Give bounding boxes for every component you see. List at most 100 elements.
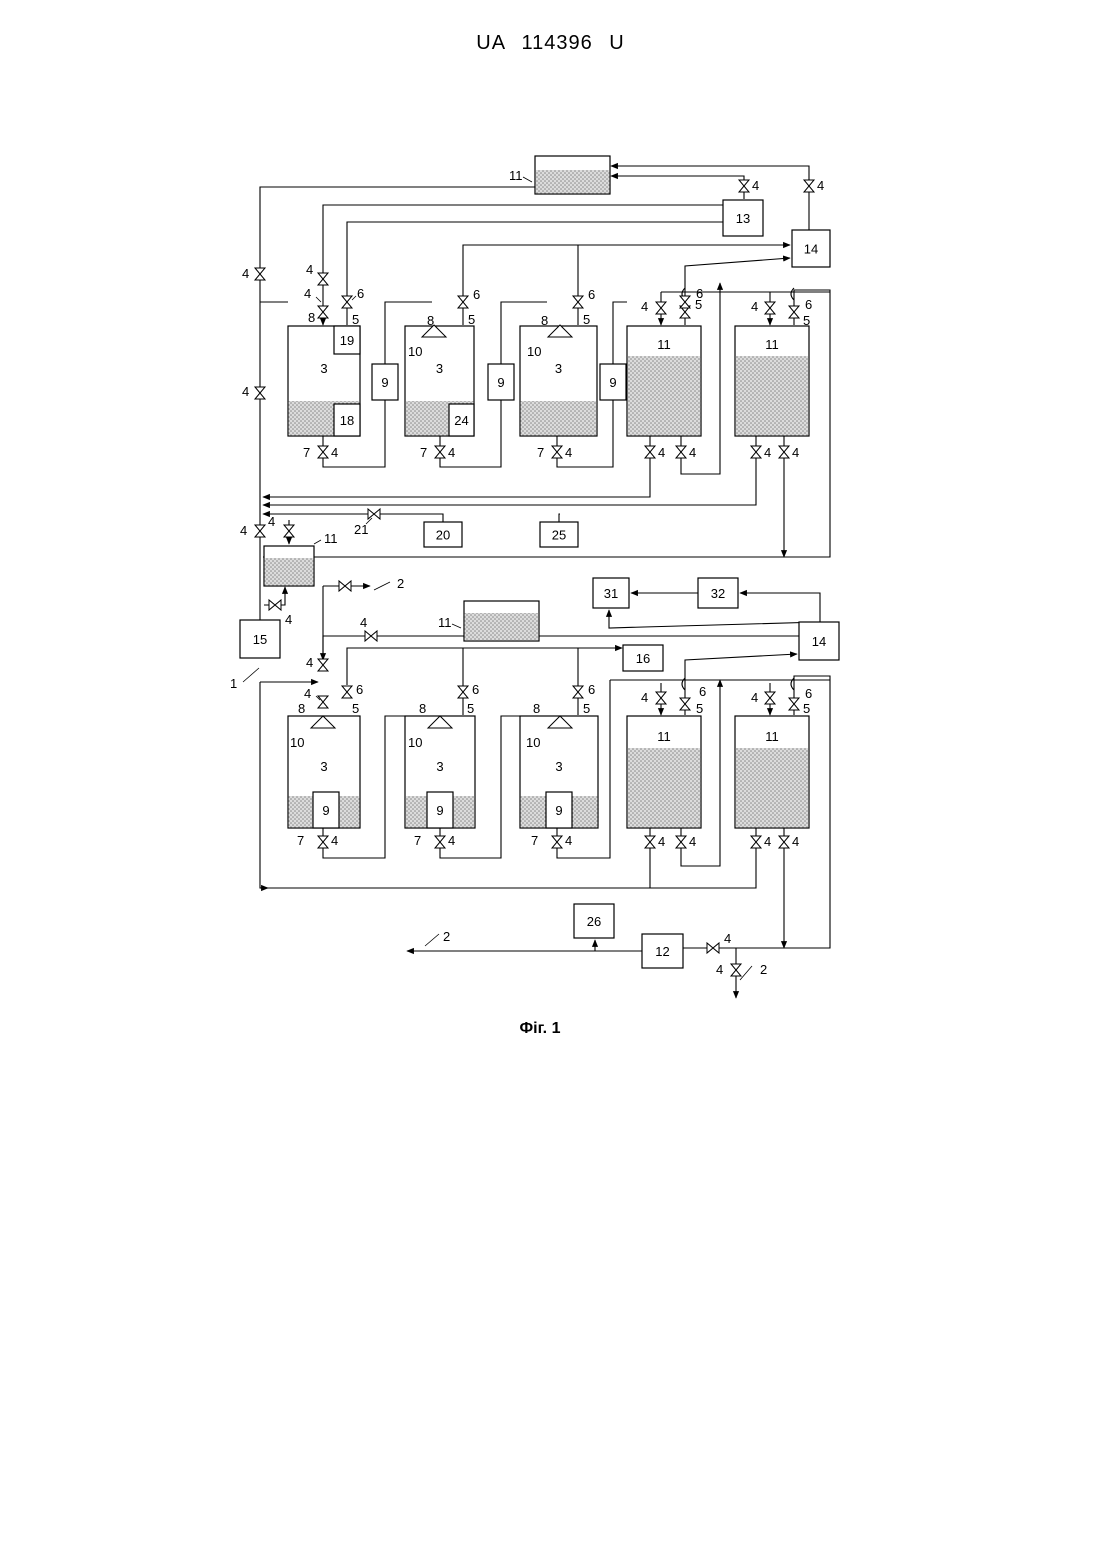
label-4: 4 (304, 286, 311, 301)
label-11: 11 (438, 615, 452, 630)
pipe-line (347, 222, 723, 325)
label-16: 16 (636, 651, 650, 666)
label-4: 4 (565, 445, 572, 460)
label-4: 4 (689, 445, 696, 460)
tank-liquid (265, 558, 314, 585)
label-3: 3 (436, 361, 443, 376)
valve-icon (435, 446, 445, 458)
valve-icon (318, 273, 328, 285)
valve-icon (318, 836, 328, 848)
valve-icon (552, 446, 562, 458)
valve-icon (656, 692, 666, 704)
leader-line (374, 582, 390, 590)
label-6: 6 (356, 682, 363, 697)
leader-line (740, 966, 752, 980)
label-6: 6 (805, 686, 812, 701)
valve-icon (318, 306, 328, 318)
leader-line (314, 540, 321, 544)
label-7: 7 (414, 833, 421, 848)
label-9: 9 (381, 375, 388, 390)
valve-icon (765, 302, 775, 314)
label-4: 4 (448, 445, 455, 460)
valve-icon (789, 306, 799, 318)
label-7: 7 (303, 445, 310, 460)
tank-liquid (536, 170, 610, 193)
pipe-line (609, 610, 820, 628)
valve-icon (707, 943, 719, 953)
label-4: 4 (751, 690, 758, 705)
label-9: 9 (609, 375, 616, 390)
label-8: 8 (427, 313, 434, 328)
label-1: 1 (230, 676, 237, 691)
label-5: 5 (468, 312, 475, 327)
pipe-line (559, 514, 560, 522)
label-4: 4 (817, 178, 824, 193)
label-6: 6 (472, 682, 479, 697)
label-2: 2 (397, 576, 404, 591)
label-20: 20 (436, 528, 450, 543)
valve-icon (573, 296, 583, 308)
tank-liquid (465, 613, 539, 640)
label-21: 21 (354, 522, 368, 537)
label-31: 31 (604, 586, 618, 601)
leader-line (425, 934, 439, 946)
label-9: 9 (322, 803, 329, 818)
leader-line (452, 624, 461, 628)
valve-icon (765, 692, 775, 704)
valve-icon (739, 180, 749, 192)
pipe-line (263, 514, 443, 522)
valve-icon (656, 302, 666, 314)
valve-icon (751, 446, 761, 458)
label-6: 6 (473, 287, 480, 302)
label-10: 10 (408, 735, 422, 750)
label-3: 3 (320, 361, 327, 376)
label-3: 3 (320, 759, 327, 774)
label-4: 4 (240, 523, 247, 538)
label-11: 11 (324, 531, 338, 546)
label-10: 10 (527, 344, 541, 359)
label-4: 4 (716, 962, 723, 977)
label-4: 4 (641, 299, 648, 314)
valve-icon (552, 836, 562, 848)
valve-icon (342, 686, 352, 698)
label-3: 3 (555, 361, 562, 376)
valve-icon (365, 631, 377, 641)
label-14: 14 (812, 634, 826, 649)
label-6: 6 (699, 684, 706, 699)
pipe-line (613, 302, 627, 364)
label-26: 26 (587, 914, 601, 929)
label-18: 18 (340, 413, 354, 428)
leader-line (316, 297, 321, 302)
pipe-line (611, 176, 744, 199)
label-5: 5 (583, 701, 590, 716)
valve-icon (676, 446, 686, 458)
label-6: 6 (696, 286, 703, 301)
label-6: 6 (357, 286, 364, 301)
label-4: 4 (306, 655, 313, 670)
label-4: 4 (565, 833, 572, 848)
label-11: 11 (509, 168, 523, 183)
label-10: 10 (408, 344, 422, 359)
label-19: 19 (340, 333, 354, 348)
valve-icon (804, 180, 814, 192)
label-4: 4 (724, 931, 731, 946)
label-5: 5 (352, 312, 359, 327)
valve-icon (779, 836, 789, 848)
label-4: 4 (242, 266, 249, 281)
pipe-line (323, 205, 723, 325)
valve-icon (435, 836, 445, 848)
label-9: 9 (497, 375, 504, 390)
label-10: 10 (290, 735, 304, 750)
pipe-line (264, 587, 285, 605)
valve-icon (284, 525, 294, 537)
label-4: 4 (331, 833, 338, 848)
label-11: 11 (765, 337, 779, 352)
label-4: 4 (792, 834, 799, 849)
label-6: 6 (805, 297, 812, 312)
label-4: 4 (304, 686, 311, 701)
label-8: 8 (533, 701, 540, 716)
label-4: 4 (764, 834, 771, 849)
pipe-line (463, 245, 790, 325)
label-4: 4 (751, 299, 758, 314)
label-6: 6 (588, 287, 595, 302)
